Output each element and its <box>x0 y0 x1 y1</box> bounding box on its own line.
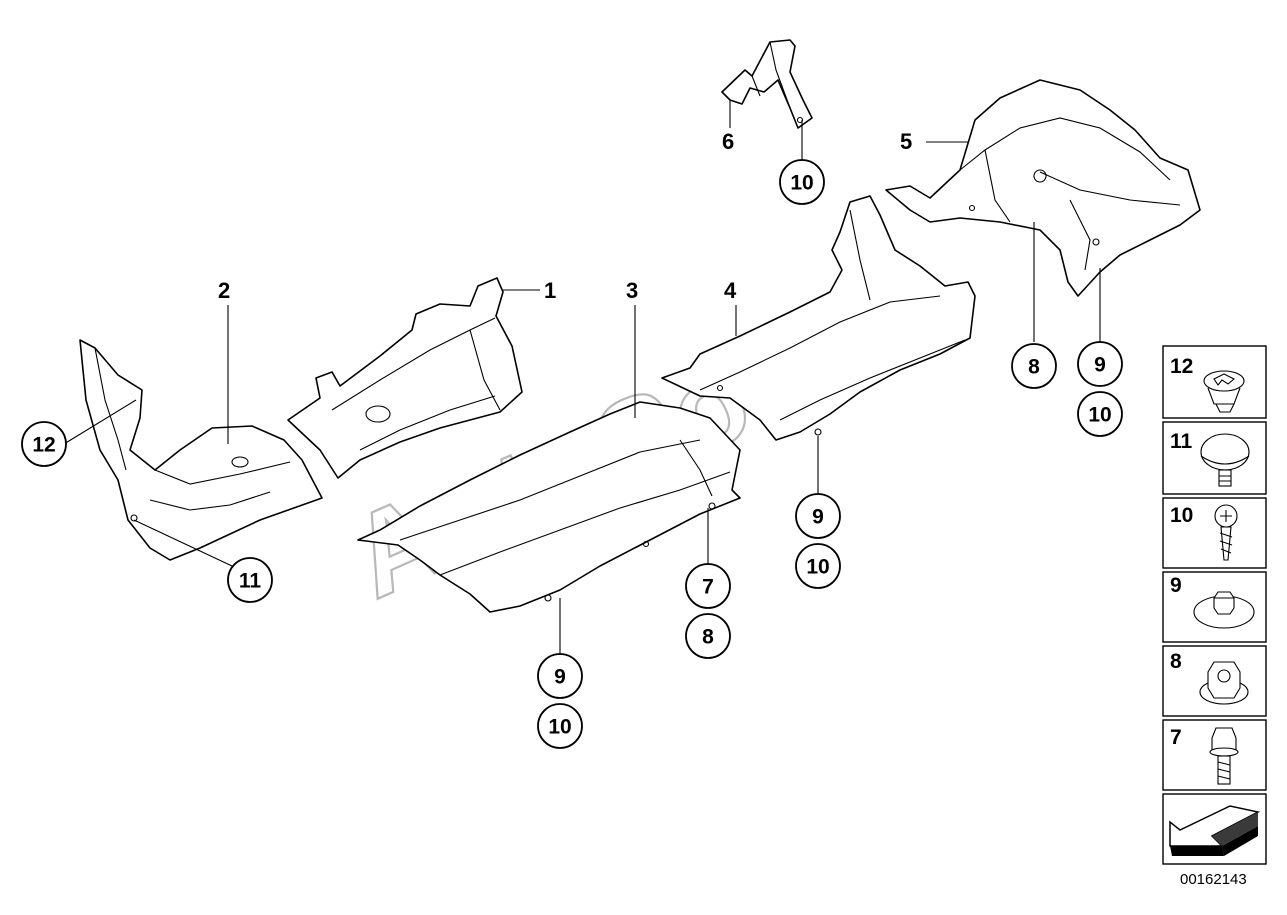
part-label-4: 4 <box>724 278 737 303</box>
svg-text:10: 10 <box>548 716 571 739</box>
rivet-icon <box>1200 433 1250 487</box>
svg-text:10: 10 <box>806 556 829 579</box>
shield-part-1 <box>287 277 523 479</box>
part-labels: 1 2 3 4 5 6 <box>218 129 912 303</box>
arrow-icon <box>1169 805 1261 856</box>
callout-9-center-right: 9 <box>795 493 841 539</box>
svg-text:11: 11 <box>239 570 262 593</box>
callout-12-left: 12 <box>21 421 67 467</box>
shield-part-4 <box>661 195 976 441</box>
svg-text:8: 8 <box>702 626 714 649</box>
hex-bolt-icon <box>1209 727 1239 785</box>
legend-label-11: 11 <box>1170 430 1193 453</box>
svg-text:12: 12 <box>32 434 55 457</box>
legend-panel: 12 11 10 9 <box>1162 345 1267 865</box>
callout-10-center-left: 10 <box>537 703 583 749</box>
legend-label-9: 9 <box>1170 574 1182 597</box>
shield-part-3 <box>357 401 741 613</box>
callout-10-top: 10 <box>779 159 825 205</box>
svg-text:8: 8 <box>1028 356 1040 379</box>
callout-8-right: 8 <box>1011 343 1057 389</box>
part-label-1: 1 <box>544 278 556 303</box>
svg-text:9: 9 <box>1094 354 1106 377</box>
callout-11-left: 11 <box>227 557 273 603</box>
flat-nut-icon <box>1193 591 1255 629</box>
clip-icon <box>1203 370 1245 413</box>
callout-9-right: 9 <box>1077 341 1123 387</box>
svg-text:10: 10 <box>1088 404 1111 427</box>
part-label-2: 2 <box>218 278 230 303</box>
legend-label-10: 10 <box>1170 504 1193 527</box>
part-label-3: 3 <box>626 278 638 303</box>
callouts: 12 11 10 9 10 9 10 7 8 9 10 8 <box>21 159 1123 749</box>
shield-part-5 <box>885 79 1201 297</box>
shield-part-2 <box>79 339 323 561</box>
svg-text:7: 7 <box>702 576 714 599</box>
svg-text:10: 10 <box>790 172 813 195</box>
svg-text:9: 9 <box>554 666 566 689</box>
part-label-6: 6 <box>722 129 734 154</box>
callout-10-right: 10 <box>1077 391 1123 437</box>
leader-lines <box>63 100 1101 654</box>
bracket-part-6 <box>721 39 813 129</box>
callout-8-center: 8 <box>685 613 731 659</box>
flange-nut-icon <box>1199 661 1249 705</box>
legend-label-12: 12 <box>1170 355 1193 378</box>
part-label-5: 5 <box>900 129 912 154</box>
legend-label-8: 8 <box>1170 650 1182 673</box>
callout-10-center-right: 10 <box>795 543 841 589</box>
legend-label-7: 7 <box>1170 726 1182 749</box>
callout-7: 7 <box>685 563 731 609</box>
document-number: 00162143 <box>1180 871 1247 888</box>
svg-text:9: 9 <box>812 506 824 529</box>
screw-icon <box>1214 504 1238 561</box>
callout-9-center-left: 9 <box>537 653 583 699</box>
